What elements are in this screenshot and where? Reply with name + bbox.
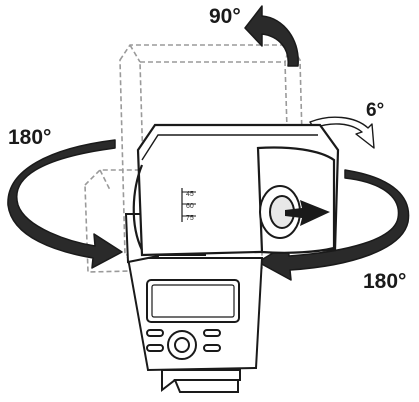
body-button (146, 344, 164, 352)
rotate-left-arrow (7, 139, 123, 269)
scale-mark-45: 45 (186, 191, 194, 198)
tilt-down-arrow (309, 116, 375, 149)
tilt-up-label: 90° (209, 5, 241, 28)
flash-head (132, 123, 340, 257)
scale-mark-75: 75 (186, 215, 194, 222)
body-button (146, 329, 164, 337)
press-arrow (285, 200, 330, 226)
body-button (203, 329, 221, 337)
scale-mark-60: 60 (186, 203, 194, 210)
flash-body (126, 257, 264, 393)
tilt-down-label: 6° (366, 100, 385, 121)
rotate-right-label: 180° (363, 270, 407, 293)
tilt-up-arrow (244, 5, 299, 67)
rotate-left-label: 180° (8, 126, 52, 149)
lcd-screen (146, 279, 240, 323)
ghost-head-rotated (84, 169, 263, 273)
scale-labels: 45 60 75 (186, 191, 194, 222)
head-release-knob (259, 185, 301, 239)
body-button (203, 344, 221, 352)
